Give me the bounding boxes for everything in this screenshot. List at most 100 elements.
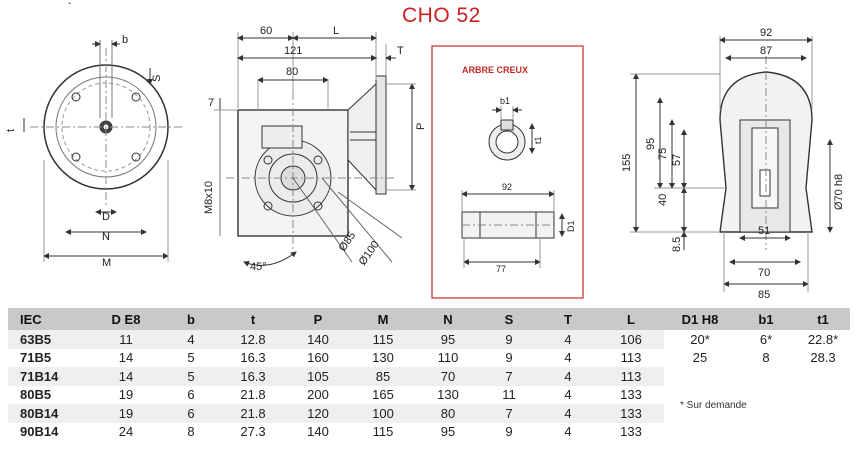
header-cell: M xyxy=(350,308,416,330)
table-cell: 7 xyxy=(480,404,538,423)
det-77-label: 77 xyxy=(496,264,506,274)
table-cell xyxy=(664,404,736,423)
table-cell: 115 xyxy=(350,330,416,349)
side-view-gearbox xyxy=(630,36,833,292)
side-75-label: 75 xyxy=(657,148,669,160)
mid-121-label: 121 xyxy=(284,45,302,57)
table-cell: 133 xyxy=(598,385,664,404)
header-cell: t xyxy=(220,308,286,330)
header-cell: L xyxy=(598,308,664,330)
table-cell: 133 xyxy=(598,404,664,423)
table-cell xyxy=(664,422,736,441)
table-cell: 19 xyxy=(90,385,162,404)
header-cell: P xyxy=(286,308,350,330)
table-cell: 115 xyxy=(350,422,416,441)
det-92-label: 92 xyxy=(502,182,512,192)
side-57-label: 57 xyxy=(671,154,683,166)
table-row: 90B14 24 8 27.3 140 115 95 9 4 133 xyxy=(8,422,850,441)
table-cell: 165 xyxy=(350,385,416,404)
table-cell: 120 xyxy=(286,404,350,423)
table-cell: 80B14 xyxy=(8,404,90,423)
table-cell: 130 xyxy=(350,348,416,367)
table-cell: 4 xyxy=(538,330,598,349)
side-51-label: 51 xyxy=(758,225,770,237)
table-cell xyxy=(736,422,796,441)
front-view-flange xyxy=(23,40,182,262)
table-cell: 12.8 xyxy=(220,330,286,349)
table-header-row: IEC D E8 b t P M N S T L D1 H8 b1 t1 xyxy=(8,308,850,330)
table-cell: 80 xyxy=(416,404,480,423)
table-row: 80B14 19 6 21.8 120 100 80 7 4 133 xyxy=(8,404,850,423)
table-cell: 105 xyxy=(286,367,350,386)
table-cell: 4 xyxy=(538,348,598,367)
table-cell: 7 xyxy=(480,367,538,386)
table-cell: 20* xyxy=(664,330,736,349)
table-cell: 4 xyxy=(162,330,220,349)
table-cell: 110 xyxy=(416,348,480,367)
corner-mark: ˇ xyxy=(68,2,72,13)
table-cell xyxy=(796,385,850,404)
mid-T-label: T xyxy=(397,45,404,57)
table-cell: 9 xyxy=(480,422,538,441)
table-cell: 95 xyxy=(416,422,480,441)
table-cell: 4 xyxy=(538,404,598,423)
table-cell: 11 xyxy=(480,385,538,404)
side-95-label: 95 xyxy=(645,138,657,150)
table-cell xyxy=(796,422,850,441)
table-cell: 21.8 xyxy=(220,404,286,423)
front-D-label: D xyxy=(102,211,110,223)
table-cell: 5 xyxy=(162,367,220,386)
table-cell: 11 xyxy=(90,330,162,349)
mid-7-label: 7 xyxy=(208,97,214,109)
mid-45-label: 45° xyxy=(250,261,267,273)
table-cell: 95 xyxy=(416,330,480,349)
table-cell: 140 xyxy=(286,422,350,441)
table-footnote: * Sur demande xyxy=(680,400,747,411)
table-cell: 22.8* xyxy=(796,330,850,349)
table-row: 80B5 19 6 21.8 200 165 130 11 4 133 xyxy=(8,385,850,404)
table-row: 71B5 14 5 16.3 160 130 110 9 4 113 25 8 … xyxy=(8,348,850,367)
table-cell: 90B14 xyxy=(8,422,90,441)
table-cell xyxy=(736,367,796,386)
table-cell: 71B5 xyxy=(8,348,90,367)
detail-box-frame xyxy=(431,45,584,299)
table-cell: 14 xyxy=(90,348,162,367)
table-cell: 16.3 xyxy=(220,348,286,367)
mid-60-label: 60 xyxy=(260,25,272,37)
detail-box-title: ARBRE CREUX xyxy=(462,65,528,75)
table-cell: 6 xyxy=(162,404,220,423)
table-cell xyxy=(796,367,850,386)
det-b1-label: b1 xyxy=(500,96,510,106)
mid-L-label: L xyxy=(333,25,339,37)
side-92-label: 92 xyxy=(760,27,772,39)
table-cell: 8 xyxy=(162,422,220,441)
table-cell: 85 xyxy=(350,367,416,386)
table-cell: 27.3 xyxy=(220,422,286,441)
side-40-label: 40 xyxy=(657,194,669,206)
dimensions-table: IEC D E8 b t P M N S T L D1 H8 b1 t1 63B… xyxy=(8,308,850,441)
table-cell: 133 xyxy=(598,422,664,441)
table-cell: 25 xyxy=(664,348,736,367)
front-b-label: b xyxy=(122,34,128,46)
header-cell: D E8 xyxy=(90,308,162,330)
table-cell: 9 xyxy=(480,348,538,367)
header-cell: t1 xyxy=(796,308,850,330)
table-cell: 80B5 xyxy=(8,385,90,404)
det-D1-label: D1 xyxy=(566,220,576,232)
table-cell: 21.8 xyxy=(220,385,286,404)
header-cell: D1 H8 xyxy=(664,308,736,330)
table-cell: 14 xyxy=(90,367,162,386)
mid-M8x10-label: M8x10 xyxy=(203,181,215,214)
side-155-label: 155 xyxy=(621,154,633,172)
table-cell: 70 xyxy=(416,367,480,386)
mid-d100-label: Ø100 xyxy=(357,239,382,268)
table-cell xyxy=(796,404,850,423)
header-cell: IEC xyxy=(8,308,90,330)
side-85-label: 85 xyxy=(758,289,770,301)
table-cell: 113 xyxy=(598,367,664,386)
table-cell: 106 xyxy=(598,330,664,349)
table-cell: 6 xyxy=(162,385,220,404)
side-87-label: 87 xyxy=(760,45,772,57)
header-cell: T xyxy=(538,308,598,330)
table-cell xyxy=(736,404,796,423)
